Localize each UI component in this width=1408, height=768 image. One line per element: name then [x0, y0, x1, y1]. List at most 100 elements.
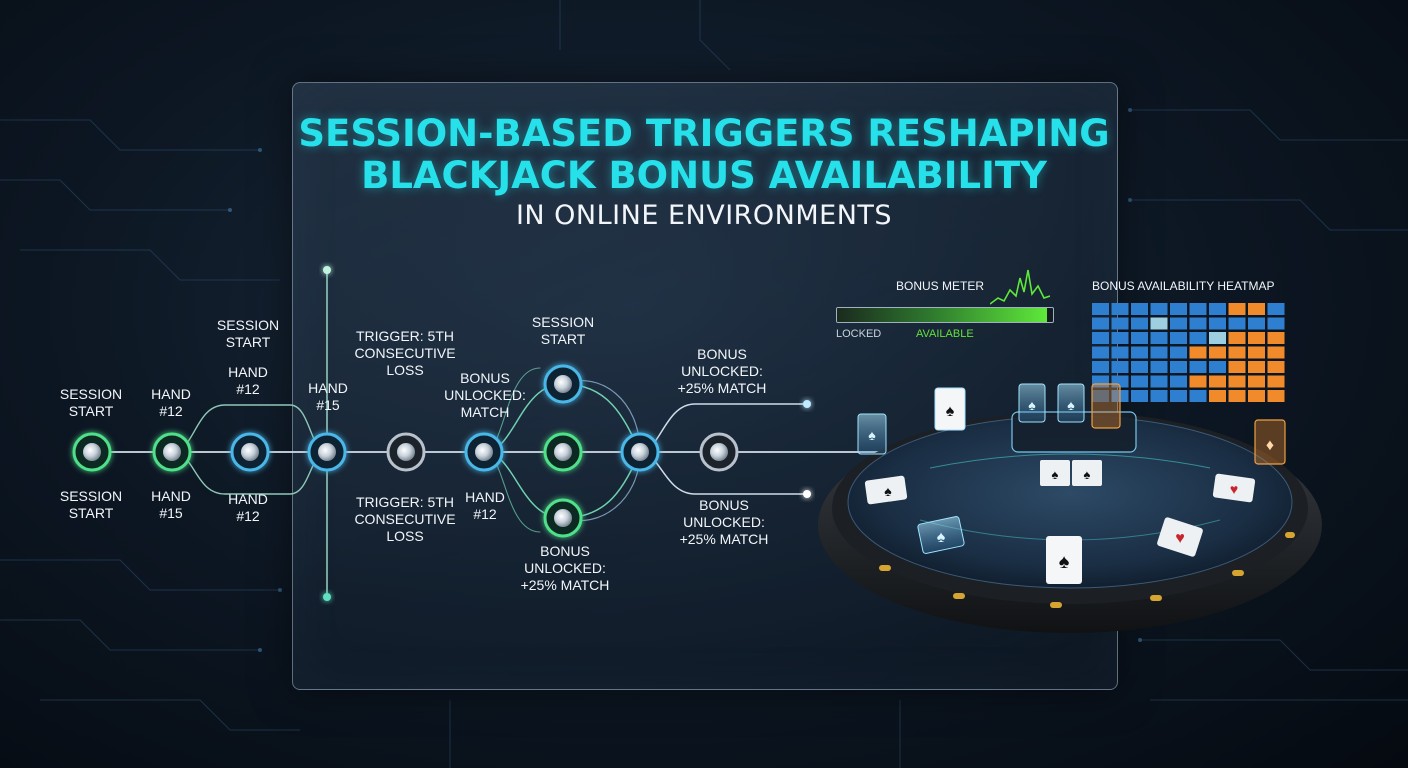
table-gold-studs: [879, 532, 1295, 608]
label-hand-15-bottom: HAND #15: [151, 488, 191, 521]
label-bonus-unlocked-lower-right: BONUS UNLOCKED: +25% MATCH: [679, 497, 769, 547]
svg-text:♥: ♥: [1230, 481, 1238, 497]
card-heart-far-right: ♥: [1212, 473, 1256, 503]
heatmap-cell: [1248, 361, 1265, 373]
table-body: [818, 411, 1322, 633]
heatmap-cell: [1228, 361, 1246, 373]
node-center-green: [543, 432, 583, 472]
card-holo-left: ♠: [917, 516, 965, 554]
node-bonus-lower: [543, 498, 583, 538]
title-line-2: BLACKJACK BONUS AVAILABILITY: [361, 154, 1047, 197]
meter-locked-label: LOCKED: [836, 328, 882, 340]
holo-card-ace: ♠: [934, 387, 966, 431]
heatmap-cell: [1189, 346, 1207, 359]
holographic-floating-cards: ♠ ♠ ♠ ♠ ♦: [857, 383, 1286, 465]
svg-text:♠: ♠: [1028, 397, 1036, 413]
svg-text:♠: ♠: [1059, 551, 1070, 573]
label-session-start-bottom: SESSION START: [59, 488, 123, 521]
heatmap-cell: [1209, 303, 1226, 315]
table-cards: ♠ ♠ ♠ ♥ ♥ ♠ ♠: [864, 460, 1256, 584]
label-bonus-unlocked-upper-right: BONUS UNLOCKED: +25% MATCH: [677, 346, 767, 396]
heatmap-cell: [1170, 317, 1187, 330]
heatmap-cell: [1150, 390, 1168, 402]
heatmap-cell: [1248, 317, 1265, 330]
heatmap-cell: [1228, 317, 1246, 330]
card-heart-right: ♥: [1157, 517, 1203, 557]
endpoint-bottom: [323, 593, 331, 601]
heatmap-cell: [1131, 317, 1148, 330]
label-hand-12-upper: HAND #12: [228, 364, 268, 397]
bonus-meter-fill: [837, 308, 1047, 322]
heatmap-cell: [1131, 303, 1148, 315]
bonus-heatmap-grid: [1092, 303, 1285, 402]
heatmap-cell: [1189, 317, 1207, 330]
heatmap-cell: [1131, 332, 1148, 344]
heatmap-cell: [1111, 303, 1129, 315]
heatmap-cell: [1228, 346, 1246, 359]
label-session-start-upper: SESSION START: [216, 317, 280, 350]
heatmap-cell: [1170, 332, 1187, 344]
heatmap-cell: [1189, 303, 1207, 315]
heatmap-cell: [1170, 361, 1187, 373]
label-hand-12-lower: HAND #12: [228, 491, 268, 524]
heatmap-cell: [1092, 332, 1109, 344]
heatmap-cell: [1170, 390, 1187, 402]
heatmap-cell: [1092, 317, 1109, 330]
node-bonus-match: [464, 432, 504, 472]
flow-nodes: [72, 364, 739, 538]
heatmap-cell: [1248, 375, 1265, 388]
node-end: [699, 432, 739, 472]
label-hand-12-top: HAND #12: [151, 386, 191, 419]
heatmap-cell: [1111, 317, 1129, 330]
heatmap-cell: [1092, 303, 1109, 315]
node-session-start: [72, 432, 112, 472]
heatmap-cell: [1248, 303, 1265, 315]
svg-text:♦: ♦: [1266, 437, 1274, 454]
heatmap-cell: [1150, 346, 1168, 359]
heatmap-cell: [1248, 390, 1265, 402]
heatmap-cell: [1170, 375, 1187, 388]
heatmap-cell: [1209, 390, 1226, 402]
svg-text:♠: ♠: [1084, 467, 1091, 482]
heatmap-cell: [1228, 303, 1246, 315]
node-hand-12-b: [230, 432, 270, 472]
bonus-meter-title: BONUS METER: [896, 279, 985, 293]
holo-card-orange: [1091, 383, 1121, 429]
heatmap-cell: [1170, 303, 1187, 315]
heatmap-cell: [1111, 361, 1129, 373]
card-left-front: ♠: [864, 475, 908, 505]
heatmap-cell: [1228, 375, 1246, 388]
svg-text:♥: ♥: [1175, 530, 1185, 547]
holo-card-orange-right: ♦: [1254, 419, 1286, 465]
branch-endpoints: [323, 266, 811, 601]
heatmap-cell: [1267, 361, 1285, 373]
label-hand-15: HAND #15: [308, 380, 348, 413]
label-trigger-top: TRIGGER: 5th CONSECUTIVE LOSS: [354, 328, 456, 378]
heatmap-cell: [1267, 390, 1285, 402]
heatmap-cell: [1209, 346, 1226, 359]
heatmap-cell: [1267, 332, 1285, 344]
title-line-1: SESSION-BASED TRIGGERS RESHAPING: [298, 112, 1110, 155]
holo-card-pair: ♠ ♠: [1018, 383, 1085, 423]
svg-text:♠: ♠: [884, 483, 892, 499]
heatmap-cell: [1092, 361, 1109, 373]
node-trigger: [386, 432, 426, 472]
heatmap-cell: [1189, 361, 1207, 373]
heatmap-cell: [1189, 332, 1207, 344]
heatmap-cell: [1267, 346, 1285, 359]
heatmap-title: BONUS AVAILABILITY HEATMAP: [1092, 279, 1275, 293]
heatmap-cell: [1131, 390, 1148, 402]
heatmap-cell: [1209, 317, 1226, 330]
card-ace-spades-center: ♠: [1046, 536, 1082, 584]
bonus-meter-bar: [836, 307, 1054, 323]
svg-text:♠: ♠: [937, 529, 946, 546]
heatmap-cell: [1150, 332, 1168, 344]
svg-text:♠: ♠: [1052, 467, 1059, 482]
label-trigger-bottom: TRIGGER: 5th CONSECUTIVE LOSS: [354, 494, 456, 544]
endpoint-bonus-lower: [803, 490, 811, 498]
heatmap-cell: [1209, 375, 1226, 388]
node-hand-12: [152, 432, 192, 472]
